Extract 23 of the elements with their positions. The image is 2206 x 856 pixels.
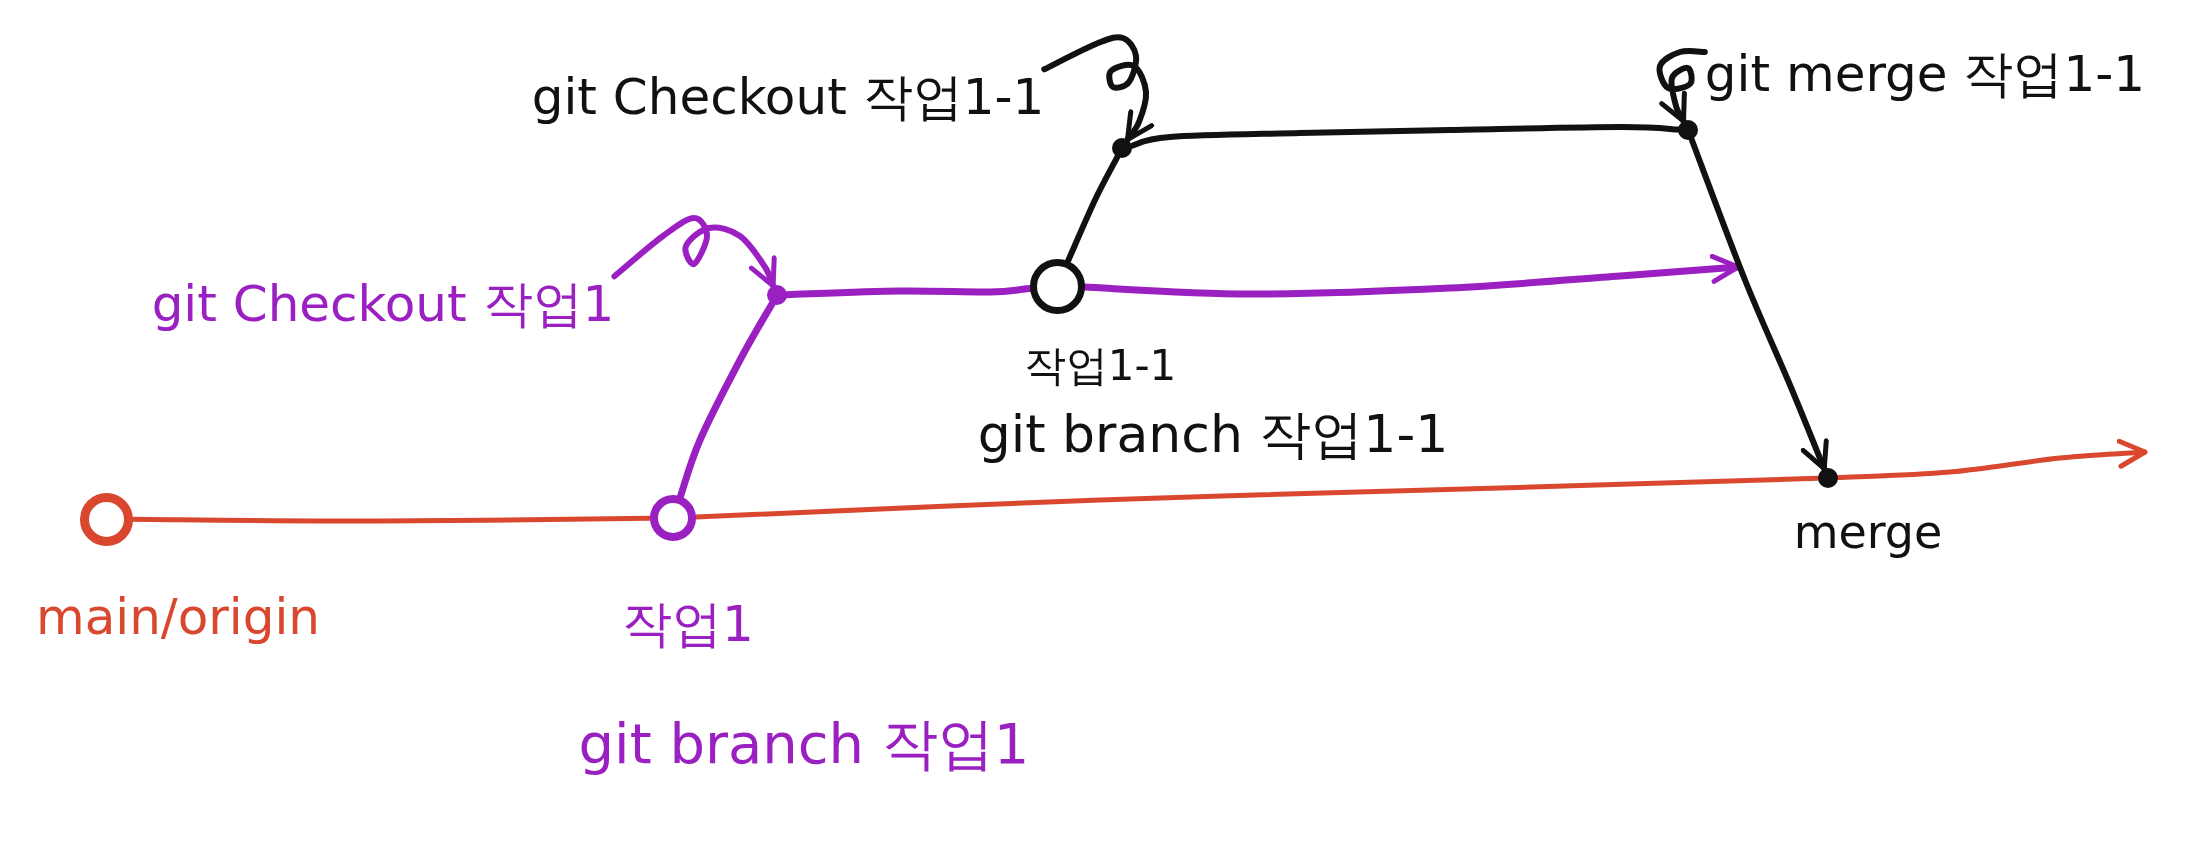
branch-line [130, 515, 653, 524]
leader-arrow [1041, 34, 1155, 143]
merge-dot [1818, 468, 1838, 488]
branch-arrow [1688, 136, 1829, 472]
branch-label: main/origin [35, 589, 321, 647]
leader-arrow [1656, 48, 1708, 125]
commit-dot [1678, 120, 1698, 140]
commit-circle [1029, 258, 1085, 314]
merge-label: merge [1793, 505, 1943, 559]
command-label: git merge 작업1-1 [1704, 46, 2146, 104]
commit-circle [79, 492, 133, 546]
commit-dot [1112, 138, 1132, 158]
branch-line [1065, 153, 1121, 264]
branch-label: 작업1 [622, 596, 754, 654]
branch-label: 작업1-1 [1023, 341, 1177, 391]
command-label: git branch 작업1-1 [977, 405, 1449, 465]
commit-dot [767, 285, 787, 305]
commit-circle [650, 495, 696, 541]
command-label: git Checkout 작업1-1 [531, 69, 1045, 127]
command-label: git Checkout 작업1 [151, 276, 615, 334]
leader-arrow [611, 215, 778, 289]
command-label: git branch 작업1 [578, 711, 1030, 777]
branch-line [677, 300, 776, 500]
